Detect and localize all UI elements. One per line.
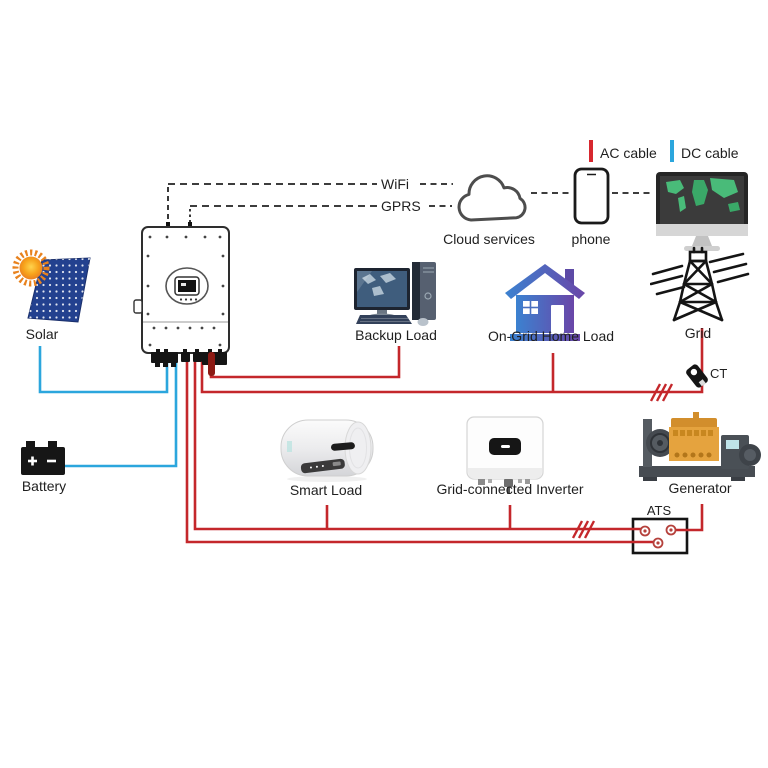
world-map — [666, 178, 740, 212]
ats-box — [631, 517, 689, 555]
hybrid-inverter-icon — [130, 218, 235, 380]
smart-load-icon — [275, 413, 380, 483]
wire-battery-to-inverter — [63, 352, 178, 468]
wire-solar-to-inverter — [38, 346, 169, 394]
ats-label: ATS — [646, 503, 672, 518]
generator-label: Generator — [668, 480, 732, 496]
cloud-services-label: Cloud services — [443, 231, 535, 247]
ongrid-home-load-label: On-Grid Home Load — [487, 328, 615, 344]
wifi-label: WiFi — [381, 176, 409, 192]
comm-lines — [167, 183, 653, 228]
wire-inverter-to-grid — [200, 328, 704, 394]
phase-slashes-grid-line — [649, 383, 674, 402]
phase-slashes-ats-line — [571, 520, 596, 539]
battery-icon — [18, 437, 70, 479]
wire-generator-to-ats — [672, 504, 704, 532]
wire-inverter-to-ats-bottom — [185, 350, 657, 544]
phone-label: phone — [571, 231, 611, 247]
ongrid-home-load-icon — [495, 257, 600, 342]
wire-inverter-to-backup-load — [209, 346, 401, 379]
phone-icon — [572, 166, 612, 226]
ct-clamp-icon — [686, 364, 708, 388]
solar-icon — [8, 243, 100, 335]
generator-icon — [633, 403, 763, 485]
screws — [146, 235, 225, 347]
dc-cable-swatch — [670, 140, 674, 162]
grid-label: Grid — [684, 325, 712, 341]
backup-load-label: Backup Load — [355, 327, 437, 343]
solar-label: Solar — [25, 326, 59, 342]
ac-cable-swatch — [589, 140, 593, 162]
ac-wires — [185, 328, 704, 544]
battery-label: Battery — [21, 478, 67, 494]
backup-load-icon — [350, 256, 445, 328]
ats-terminals — [639, 524, 677, 549]
monitor-icon — [650, 168, 752, 252]
cloud-icon — [447, 172, 535, 230]
grid-tower-icon — [650, 246, 750, 328]
grid-connected-inverter-label: Grid-connected Inverter — [436, 481, 584, 497]
dc-wires — [38, 346, 178, 468]
wire-inverter-to-ats-left — [193, 350, 645, 531]
screen-map — [362, 273, 396, 296]
smart-load-label: Smart Load — [289, 482, 363, 498]
ct-label: CT — [710, 366, 728, 381]
ac-cable-label: AC cable — [600, 145, 657, 161]
grid-connected-inverter-icon — [460, 412, 555, 494]
gprs-label: GPRS — [381, 198, 421, 214]
dc-cable-label: DC cable — [681, 145, 739, 161]
